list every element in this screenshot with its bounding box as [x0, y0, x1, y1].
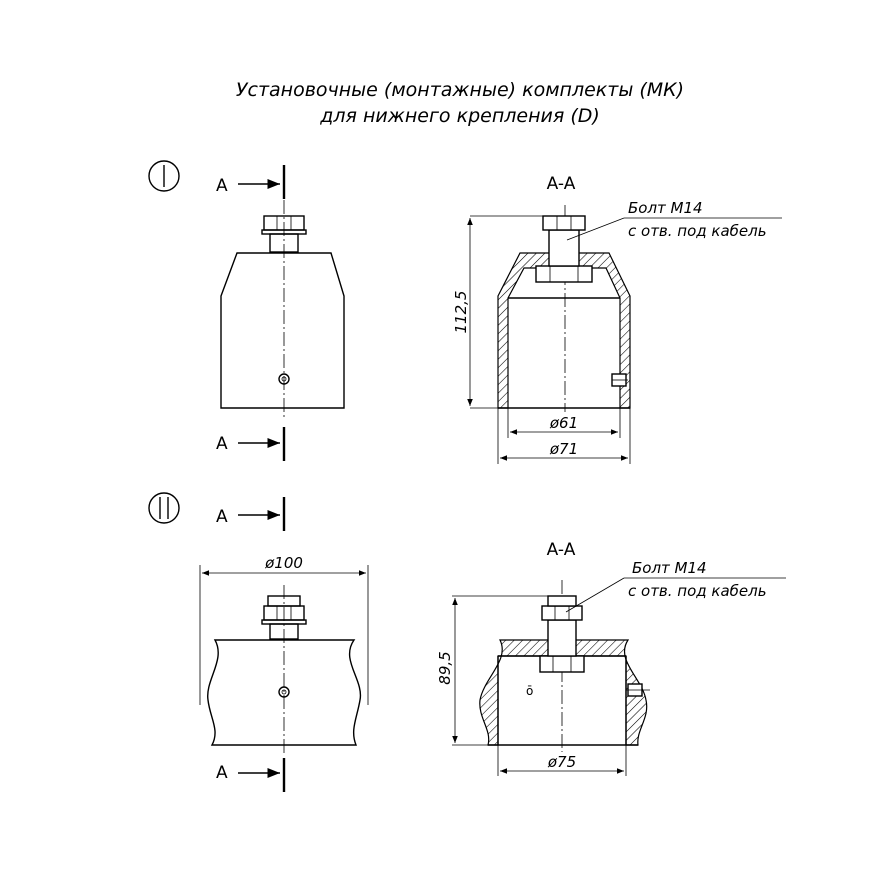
variant-1: A A A-A: [148, 160, 782, 464]
variant-1-marker: [148, 160, 180, 192]
variant-2-front-view: ø100: [199, 554, 369, 755]
variant-1-section-arrow-top: A: [216, 165, 286, 199]
bolt-note-line-2: с отв. под кабель: [628, 582, 767, 600]
width-dimension: ø100: [264, 554, 303, 572]
inner-diameter-dimension: ø61: [549, 414, 578, 432]
variant-2: A A ø100: [148, 492, 786, 792]
section-label-a: A: [216, 507, 228, 527]
title-line-1: Установочные (монтажные) комплекты (МК): [236, 79, 684, 101]
bolt-note-line-1: Болт М14: [632, 559, 707, 577]
variant-1-front-view: [220, 200, 345, 420]
outer-diameter-dimension: ø71: [549, 440, 578, 458]
inner-diameter-dimension: ø75: [547, 753, 576, 771]
section-label-a: A: [216, 434, 228, 454]
hole-glyph: ō: [526, 684, 533, 698]
variant-1-section-view: A-A 112,5: [452, 174, 782, 464]
section-label-a: A: [216, 763, 228, 783]
section-title: A-A: [547, 174, 576, 194]
variant-2-section-view: A-A ō: [436, 540, 786, 776]
variant-1-section-arrow-bottom: A: [216, 427, 286, 461]
height-dimension: 89,5: [436, 651, 454, 684]
section-title: A-A: [547, 540, 576, 560]
variant-2-section-arrow-bottom: A: [216, 758, 286, 792]
drawing-title: Установочные (монтажные) комплекты (МК) …: [236, 79, 684, 127]
section-label-a: A: [216, 176, 228, 196]
bolt-note-line-1: Болт М14: [628, 199, 703, 217]
title-line-2: для нижнего крепления (D): [319, 105, 600, 127]
bolt-note-line-2: с отв. под кабель: [628, 222, 767, 240]
height-dimension: 112,5: [452, 291, 470, 334]
variant-2-section-arrow-top: A: [216, 497, 286, 531]
variant-2-marker: [148, 492, 180, 524]
